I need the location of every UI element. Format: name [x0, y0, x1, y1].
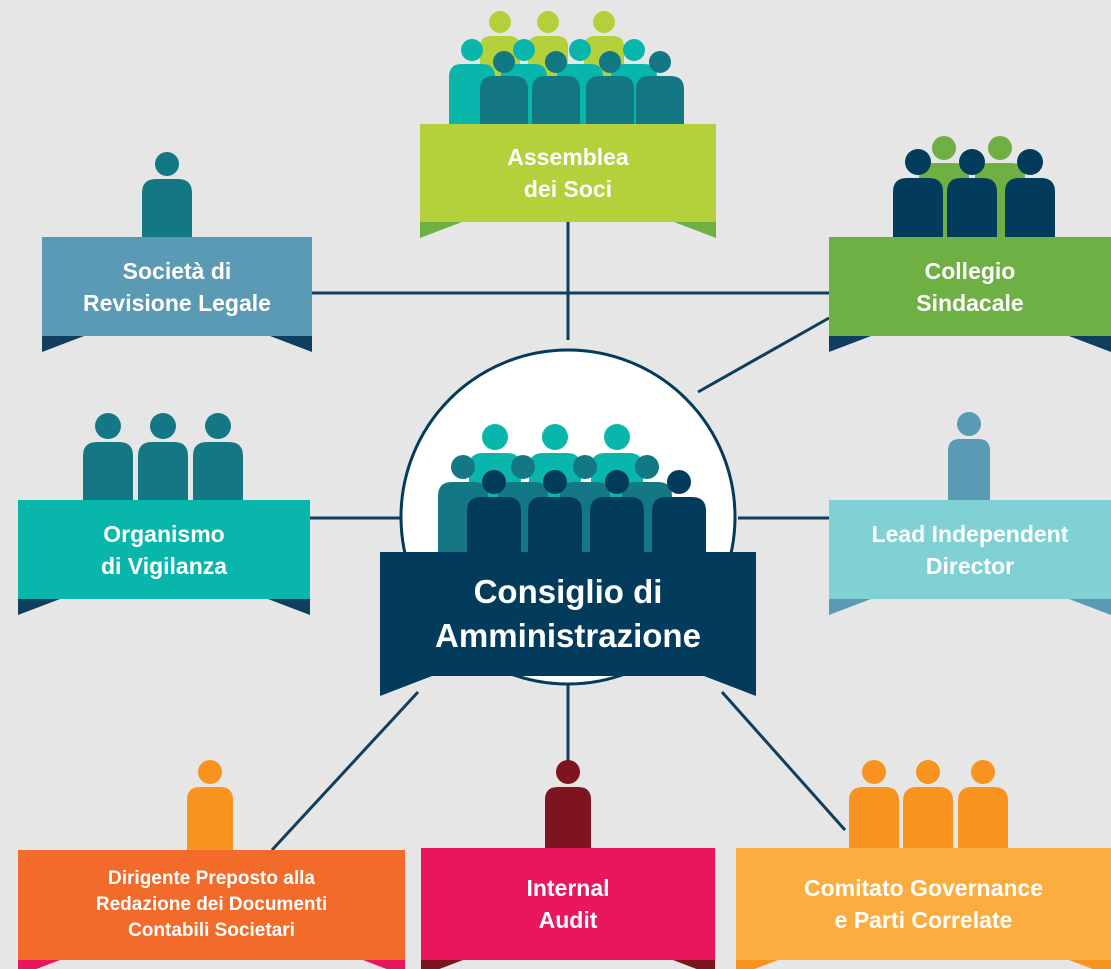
- connector-dirigente: [270, 690, 420, 852]
- person-icon-comitato-1: [903, 760, 953, 863]
- node-organismo-di-vigilanza: Organismo di Vigilanza: [18, 500, 310, 599]
- node-comitato-governance: Comitato Governance e Parti Correlate: [736, 848, 1111, 960]
- ribbon-folds: [18, 222, 1111, 969]
- ribbon-fold-comitato-right: [1069, 960, 1111, 969]
- ribbon-fold-audit-left: [421, 960, 463, 969]
- person-icon-center-front-1: [528, 470, 582, 569]
- people-icons: [83, 11, 1055, 865]
- ribbon-fold-center-right: [704, 676, 756, 696]
- center-label: Consiglio di Amministrazione: [435, 573, 701, 654]
- person-icon-center-front-3: [652, 470, 706, 569]
- node-collegio-sindacale: Collegio Sindacale: [829, 237, 1111, 336]
- ribbon-fold-organismo-left: [18, 599, 60, 615]
- person-icon-collegio-front-0: [893, 149, 943, 248]
- connector-comitato: [720, 691, 847, 831]
- node-internal-audit: Internal Audit: [421, 848, 715, 960]
- ribbon-fold-assemblea-right: [674, 222, 716, 238]
- person-icon-organismo-0: [83, 413, 133, 506]
- ribbon-fold-lead-right: [1069, 599, 1111, 615]
- ribbon-fold-dirigente-right: [363, 960, 405, 969]
- person-icon-societa: [142, 152, 192, 243]
- node-label: Organismo di Vigilanza: [100, 520, 228, 579]
- person-icon-comitato-0: [849, 760, 899, 863]
- ribbon-fold-lead-left: [829, 599, 871, 615]
- node-label: Lead Independent Director: [871, 520, 1069, 579]
- person-icon-comitato-2: [958, 760, 1008, 863]
- node-label: Comitato Governance e Parti Correlate: [804, 875, 1043, 933]
- node-label: Assemblea dei Soci: [507, 144, 629, 202]
- person-icon-organismo-2: [193, 413, 243, 506]
- connector-lines: [270, 222, 847, 852]
- node-dirigente-preposto: Dirigente Preposto alla Redazione dei Do…: [18, 850, 405, 960]
- ribbon-fold-center-left: [380, 676, 432, 696]
- person-icon-lead: [948, 412, 990, 515]
- node-consiglio-di-amministrazione: Consiglio di Amministrazione: [380, 552, 756, 676]
- ribbon-fold-assemblea-left: [420, 222, 462, 238]
- node-label: Dirigente Preposto alla Redazione dei Do…: [95, 868, 328, 941]
- node-label: Collegio Sindacale: [916, 257, 1024, 316]
- ribbon-fold-collegio-left: [829, 336, 871, 352]
- person-icon-organismo-1: [138, 413, 188, 506]
- person-icon-collegio-front-1: [947, 149, 997, 248]
- node-societa-di-revisione-legale: Società di Revisione Legale: [42, 237, 312, 336]
- person-icon-dirigente: [187, 760, 233, 865]
- ribbon-fold-organismo-right: [268, 599, 310, 615]
- ribbon-fold-dirigente-left: [18, 960, 60, 969]
- person-icon-collegio-front-2: [1005, 149, 1055, 248]
- ribbon-fold-societa-right: [270, 336, 312, 352]
- node-lead-independent-director: Lead Independent Director: [829, 500, 1111, 599]
- ribbon-fold-societa-left: [42, 336, 84, 352]
- node-label: Internal Audit: [526, 875, 610, 933]
- node-assemblea-dei-soci: Assemblea dei Soci: [420, 124, 716, 222]
- person-icon-audit: [545, 760, 591, 863]
- ribbon-fold-comitato-left: [736, 960, 778, 969]
- ribbon-fold-collegio-right: [1069, 336, 1111, 352]
- ribbon-fold-audit-right: [673, 960, 715, 969]
- connector-collegio: [697, 316, 830, 394]
- node-label: Società di Revisione Legale: [83, 257, 271, 316]
- person-icon-center-front-0: [467, 470, 521, 569]
- person-icon-center-front-2: [590, 470, 644, 569]
